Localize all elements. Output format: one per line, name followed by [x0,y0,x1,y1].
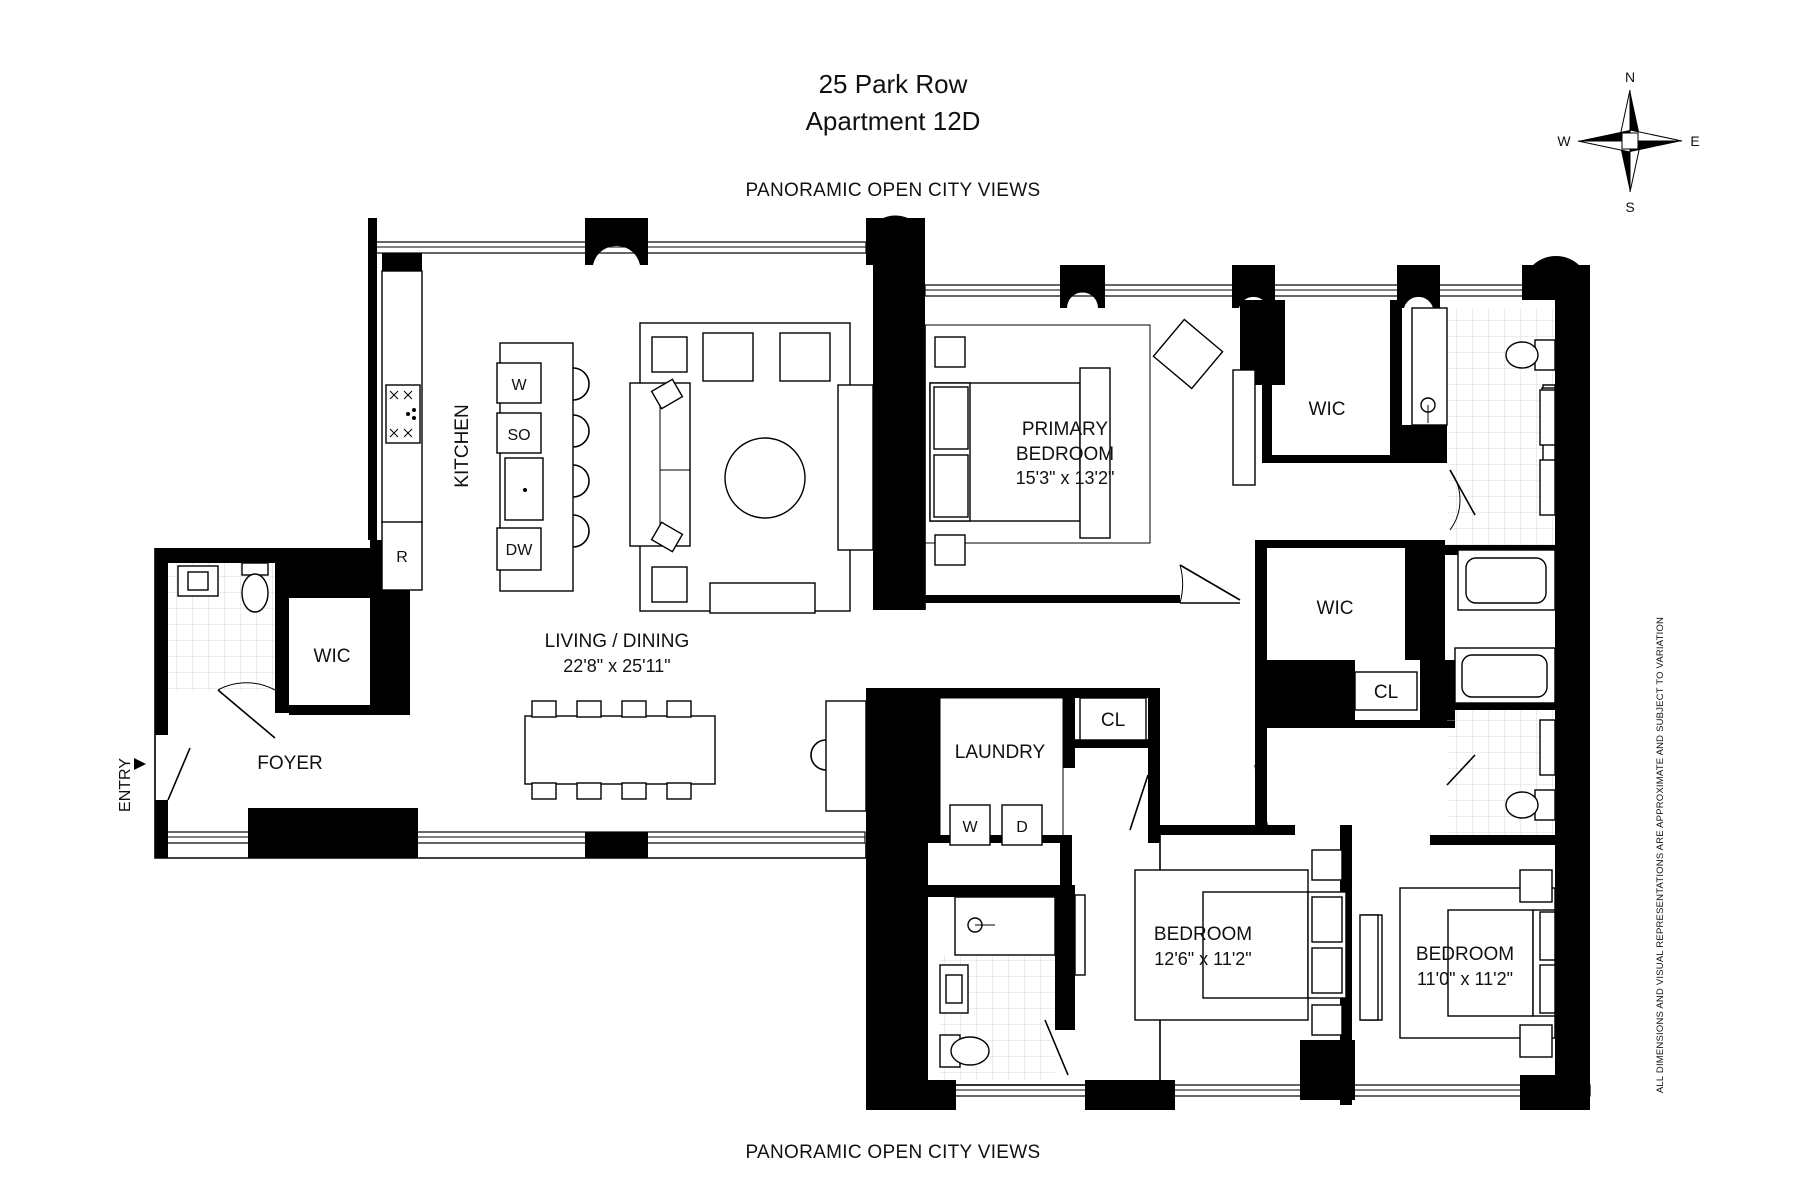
bedroom-3-furniture [1359,869,1556,1058]
compass-south-label: S [1625,199,1634,215]
living-dining-dims: 22'8" x 25'11" [563,656,670,676]
bathroom-tiles [168,308,1555,1080]
hall-bath-fixtures [1446,647,1556,821]
unit-title: Apartment 12D [806,106,981,136]
kitchen-washer-label: W [511,377,527,394]
entry-arrow-icon [134,758,146,770]
foyer-label: FOYER [257,753,322,774]
foyer-wic-label: WIC [314,646,351,667]
bedroom-3-label: BEDROOM [1416,944,1514,965]
compass-rose-icon [1577,89,1683,193]
washer-label: W [962,819,978,836]
powder-room-fixtures [167,562,276,801]
primary-bath-fixtures [1411,307,1556,611]
bedroom-2-furniture [1134,849,1383,1036]
disclaimer-text: ALL DIMENSIONS AND VISUAL REPRESENTATION… [1655,617,1666,1093]
closet-b-label: CL [1374,682,1398,703]
door-swing [1254,764,1269,831]
bedroom-2-label: BEDROOM [1154,924,1252,945]
primary-bedroom-label-1: PRIMARY [1022,419,1109,440]
steam-oven-label: SO [507,427,530,444]
address-title: 25 Park Row [819,69,968,99]
living-furniture [524,322,874,812]
kitchen-island [496,342,590,592]
living-dining-label: LIVING / DINING [545,631,690,652]
primary-bedroom-dims: 15'3" x 13'2" [1016,468,1115,488]
views-top-label: PANORAMIC OPEN CITY VIEWS [745,180,1040,201]
compass-east-label: E [1690,133,1699,149]
compass-north-label: N [1625,69,1635,85]
refrigerator-label: R [396,549,408,566]
washer-icon [949,804,991,846]
lower-bath-fixtures [939,894,1086,1076]
primary-wic-label: WIC [1309,399,1346,420]
kitchen-label: KITCHEN [452,404,473,487]
kitchen-counter [381,270,423,591]
closet-a-box [1079,697,1147,741]
dishwasher-label: DW [506,542,534,559]
middle-wic-label: WIC [1317,598,1354,619]
compass-west-label: W [1557,133,1571,149]
dryer-label: D [1016,819,1028,836]
laundry-label: LAUNDRY [955,742,1046,763]
door-swing [1129,774,1149,831]
closet-b-box [1354,671,1418,711]
closet-a-label: CL [1101,710,1125,731]
bedroom-3-dims: 11'0" x 11'2" [1417,969,1513,989]
primary-bedroom-furniture [929,318,1256,604]
views-bottom-label: PANORAMIC OPEN CITY VIEWS [745,1142,1040,1163]
primary-bedroom-label-2: BEDROOM [1016,444,1114,465]
bedroom-2-dims: 12'6" x 11'2" [1154,949,1251,969]
entry-label: ENTRY [117,758,134,812]
dryer-icon [1001,804,1043,846]
